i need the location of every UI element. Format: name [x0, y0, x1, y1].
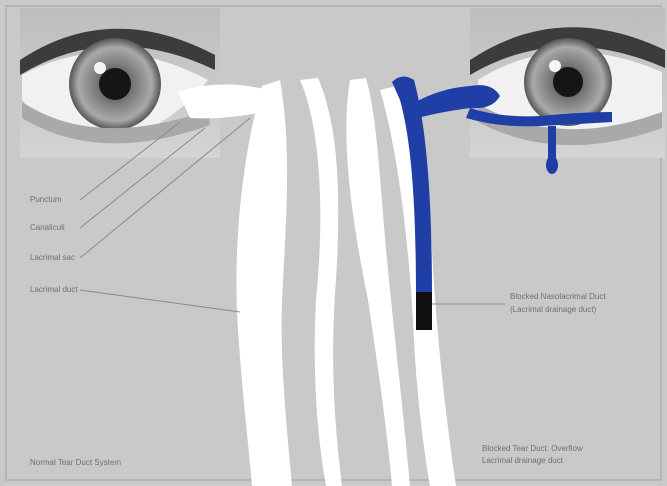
left-eye	[20, 8, 220, 158]
label-canaliculi: Canaliculi	[30, 223, 65, 233]
caption-left: Normal Tear Duct System	[30, 458, 121, 468]
label-blocked-duct-line2: (Lacrimal drainage duct)	[510, 305, 596, 315]
duct-obstruction	[416, 292, 432, 330]
caption-right-line1: Blocked Tear Duct: Overflow	[482, 444, 583, 454]
tear-stream	[548, 126, 556, 160]
label-punctum: Punctum	[30, 195, 62, 205]
label-lacrimal-duct: Lacrimal duct	[30, 285, 78, 295]
label-lacrimal-sac: Lacrimal sac	[30, 253, 75, 263]
label-blocked-duct-line1: Blocked Nasolacrimal Duct	[510, 292, 606, 302]
caption-right-line2: Lacrimal drainage duct	[482, 456, 563, 466]
right-eye	[470, 8, 665, 158]
